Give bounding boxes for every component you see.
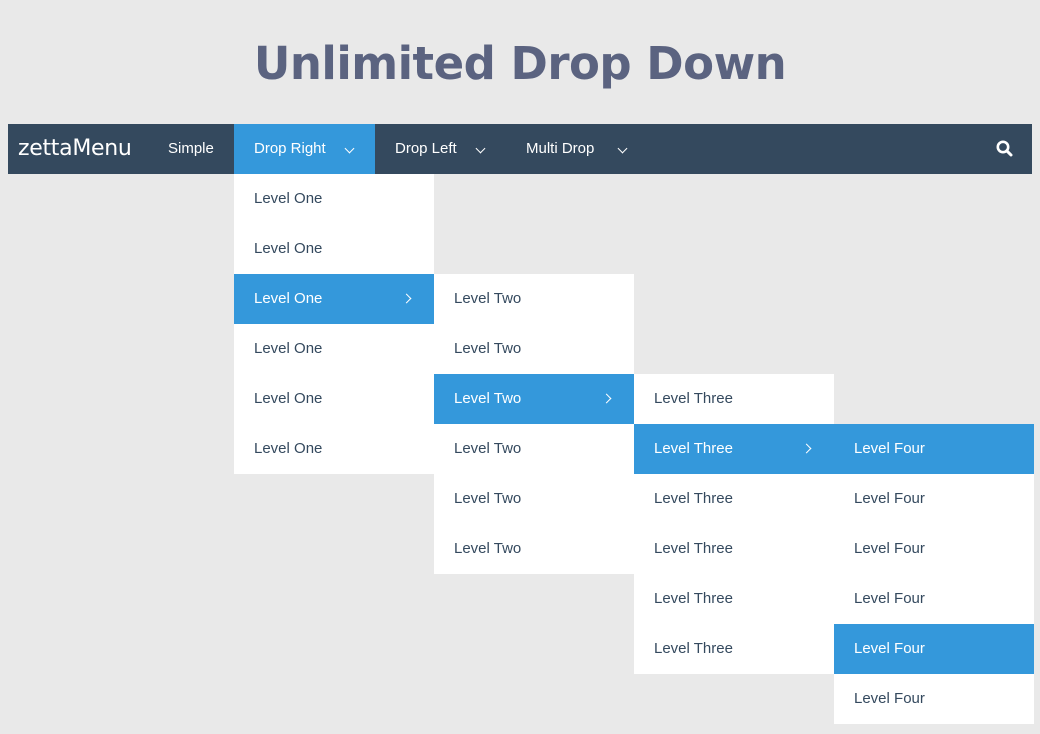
menu-item-level-three[interactable]: Level Three — [634, 624, 834, 674]
menu-item-label: Level Four — [854, 490, 925, 507]
menu-item-level-two[interactable]: Level Two — [434, 424, 634, 474]
menu-item-label: Level One — [254, 190, 323, 207]
dropdown-level-three: Level Three Level Three Level Three Leve… — [634, 374, 834, 674]
menu-item-label: Level Four — [854, 440, 925, 457]
menu-item-level-two[interactable]: Level Two — [434, 274, 634, 324]
chevron-right-icon — [801, 443, 812, 454]
dropdown-level-four: Level Four Level Four Level Four Level F… — [834, 424, 1034, 724]
menu-item-level-one[interactable]: Level One — [234, 224, 434, 274]
menu-item-level-two[interactable]: Level Two — [434, 524, 634, 574]
search-icon[interactable] — [994, 138, 1016, 160]
nav-item-label: Drop Right — [254, 140, 326, 157]
menu-item-level-one[interactable]: Level One — [234, 424, 434, 474]
chevron-right-icon — [601, 393, 612, 404]
nav-item-drop-left[interactable]: Drop Left — [375, 124, 506, 174]
menu-item-label: Level One — [254, 240, 323, 257]
menu-item-label: Level Two — [454, 390, 522, 407]
menu-item-level-four[interactable]: Level Four — [834, 624, 1034, 674]
menu-item-label: Level One — [254, 290, 323, 307]
menu-item-level-two[interactable]: Level Two — [434, 324, 634, 374]
menu-item-level-one[interactable]: Level One — [234, 174, 434, 224]
nav-item-drop-right[interactable]: Drop Right — [234, 124, 375, 174]
menu-item-level-four[interactable]: Level Four — [834, 424, 1034, 474]
menu-item-level-three[interactable]: Level Three — [634, 574, 834, 624]
chevron-down-icon — [344, 143, 355, 154]
menu-item-label: Level Three — [654, 540, 733, 557]
menu-item-label: Level Two — [454, 440, 522, 457]
menu-item-label: Level Four — [854, 640, 925, 657]
menu-item-level-three[interactable]: Level Three — [634, 524, 834, 574]
menu-item-level-two[interactable]: Level Two — [434, 374, 634, 424]
menu-item-level-two[interactable]: Level Two — [434, 474, 634, 524]
menu-item-level-one[interactable]: Level One — [234, 374, 434, 424]
page-title: Unlimited Drop Down — [253, 37, 787, 90]
menu-item-label: Level One — [254, 440, 323, 457]
dropdown-level-one: Level One Level One Level One Level One … — [234, 174, 434, 474]
menu-item-label: Level Two — [454, 340, 522, 357]
menu-item-label: Level Four — [854, 540, 925, 557]
dropdown-level-two: Level Two Level Two Level Two Level Two … — [434, 274, 634, 574]
chevron-right-icon — [401, 293, 412, 304]
navbar: zettaMenu Simple Drop Right Drop Left Mu… — [8, 124, 1032, 174]
menu-item-label: Level Two — [454, 290, 522, 307]
nav-item-label: Drop Left — [395, 140, 457, 157]
menu-item-label: Level Four — [854, 590, 925, 607]
menu-item-label: Level Three — [654, 640, 733, 657]
brand-logo[interactable]: zettaMenu — [18, 136, 132, 161]
menu-item-level-four[interactable]: Level Four — [834, 574, 1034, 624]
menu-item-level-four[interactable]: Level Four — [834, 674, 1034, 724]
menu-item-level-one[interactable]: Level One — [234, 324, 434, 374]
menu-item-level-three[interactable]: Level Three — [634, 424, 834, 474]
menu-item-label: Level Three — [654, 390, 733, 407]
menu-item-label: Level One — [254, 340, 323, 357]
nav-item-label: Simple — [168, 140, 214, 157]
chevron-down-icon — [475, 143, 486, 154]
menu-item-label: Level Two — [454, 490, 522, 507]
menu-item-label: Level Three — [654, 440, 733, 457]
menu-item-label: Level Three — [654, 590, 733, 607]
menu-item-label: Level Two — [454, 540, 522, 557]
menu-item-level-four[interactable]: Level Four — [834, 474, 1034, 524]
nav-item-simple[interactable]: Simple — [148, 124, 234, 174]
nav-item-multi-drop[interactable]: Multi Drop — [506, 124, 647, 174]
menu-item-level-three[interactable]: Level Three — [634, 474, 834, 524]
menu-item-label: Level Three — [654, 490, 733, 507]
nav-item-label: Multi Drop — [526, 140, 595, 157]
menu-item-level-one[interactable]: Level One — [234, 274, 434, 324]
chevron-down-icon — [617, 143, 628, 154]
menu-item-level-four[interactable]: Level Four — [834, 524, 1034, 574]
menu-item-label: Level One — [254, 390, 323, 407]
menu-item-label: Level Four — [854, 690, 925, 707]
menu-item-level-three[interactable]: Level Three — [634, 374, 834, 424]
